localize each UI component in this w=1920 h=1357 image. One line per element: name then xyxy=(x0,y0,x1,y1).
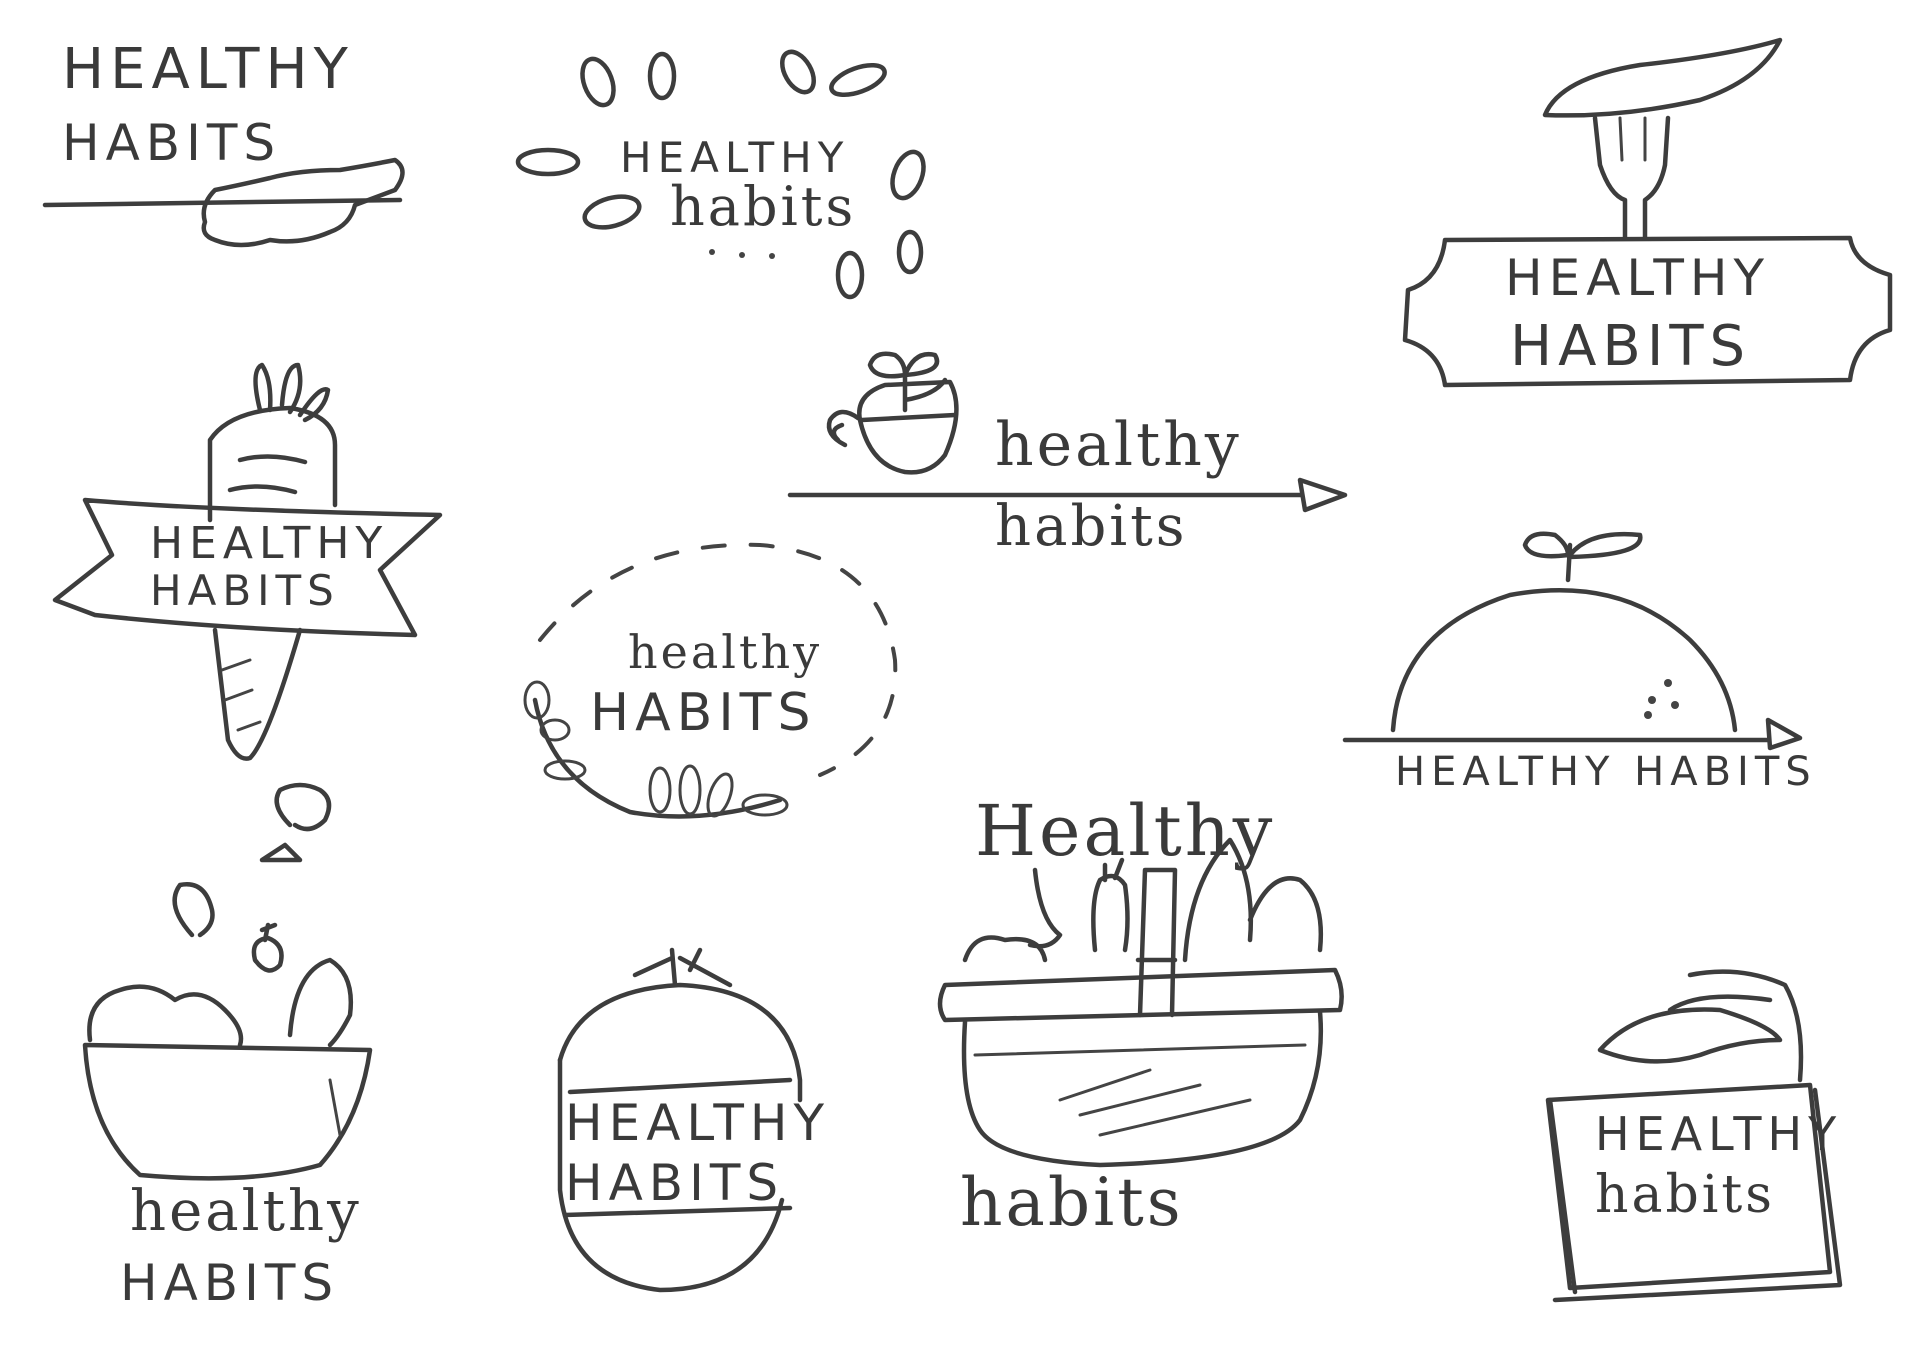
sketch-basket: Healthy habits xyxy=(937,790,1344,1241)
sketch-text-line1: Healthy xyxy=(975,790,1275,872)
sketch-carrot-ribbon: HEALTHY HABITS xyxy=(52,362,443,761)
plaque-frame xyxy=(1402,235,1893,388)
basket-icon xyxy=(937,837,1344,1168)
dashed-circle xyxy=(538,542,898,777)
cloche-icon xyxy=(1342,531,1803,751)
sketch-text-line1: healthy xyxy=(628,625,822,679)
sketch-text-line1: HEALTHY xyxy=(565,1094,830,1152)
sketch-fork-plaque: HEALTHY HABITS xyxy=(1402,37,1893,388)
bag-icon xyxy=(1545,969,1843,1303)
sprout-cup-icon xyxy=(826,351,959,475)
sketch-text-line2: habits xyxy=(960,1164,1184,1241)
arrow-line xyxy=(787,477,1348,513)
salad-bowl-icon xyxy=(82,782,373,1181)
sketch-droplets: HEALTHY habits xyxy=(515,49,926,300)
sketch-text-line1: HEALTHY xyxy=(150,518,388,569)
sketch-text-line2: HABITS xyxy=(590,683,816,743)
sketch-text-line1: HEALTHY HABITS xyxy=(1395,749,1817,795)
leaf-icon xyxy=(201,157,405,248)
sketch-salad-bowl: healthy HABITS xyxy=(82,782,373,1312)
sketch-leaf-line: HEALTHY HABITS xyxy=(42,37,405,248)
droplets-icon xyxy=(515,49,926,300)
sketch-cup-arrow: healthy habits xyxy=(787,351,1348,559)
fork-icon xyxy=(1542,37,1783,241)
tomato-icon xyxy=(557,947,803,1293)
sketch-text-line2: HABITS xyxy=(62,114,281,172)
sketch-text-line1: HEALTHY xyxy=(620,133,849,182)
sketch-text-line1: HEALTHY xyxy=(1505,249,1770,307)
sketch-text-line2: habits xyxy=(670,175,856,238)
sketch-text-line2: HABITS xyxy=(565,1154,784,1212)
sketch-bag: HEALTHY habits xyxy=(1545,969,1843,1303)
underline xyxy=(42,197,403,208)
sketch-text-line2: habits xyxy=(1595,1165,1775,1225)
sketch-text-line1: healthy xyxy=(130,1179,362,1244)
ribbon-banner xyxy=(52,497,443,638)
sketch-text-line1: healthy xyxy=(995,410,1242,480)
wreath-icon xyxy=(523,680,789,819)
sketch-text-line2: HABITS xyxy=(120,1254,339,1312)
sketch-text-line2: HABITS xyxy=(150,566,340,615)
sketch-cloche: HEALTHY HABITS xyxy=(1342,531,1817,795)
sketch-text-line1: HEALTHY xyxy=(1595,1107,1842,1161)
sketch-text-line2: HABITS xyxy=(1510,314,1751,379)
sketch-text-line2: habits xyxy=(995,494,1187,559)
sketch-text-line1: HEALTHY xyxy=(62,37,354,102)
sketch-dashed-wreath: healthy HABITS xyxy=(523,542,898,819)
sketch-tomato: HEALTHY HABITS xyxy=(557,947,830,1293)
